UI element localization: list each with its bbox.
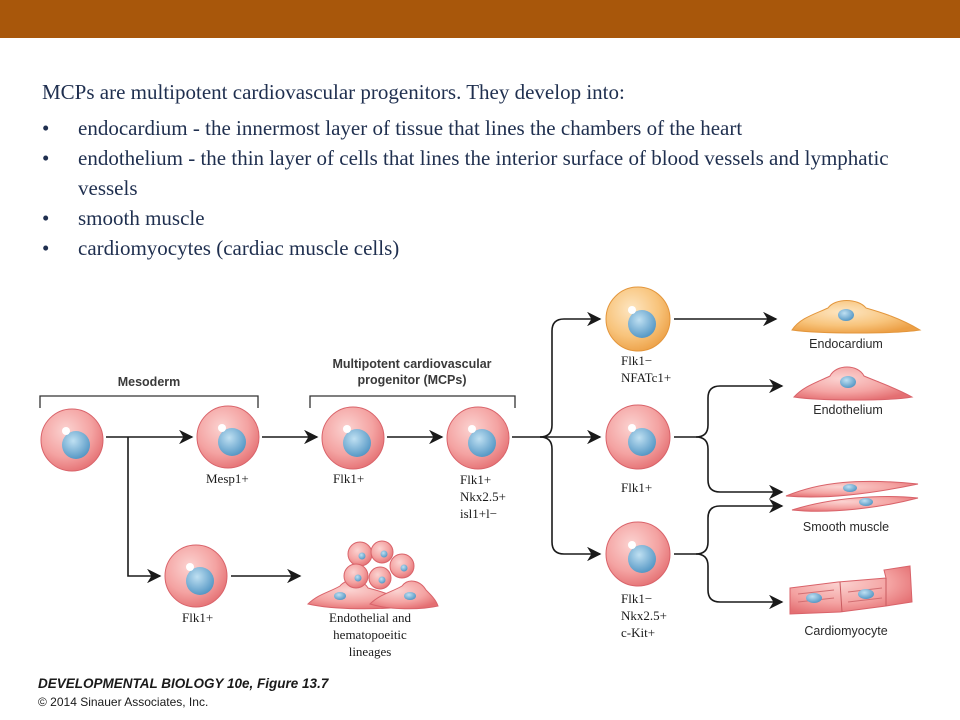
bottom-cell-label-1: Flk1−	[621, 591, 652, 606]
bullet-text: endothelium - the thin layer of cells th…	[78, 146, 889, 200]
arrow-mid-endothelium	[674, 378, 784, 438]
lineages-label-1: Endothelial and	[329, 610, 411, 625]
bullet-list: • endocardium - the innermost layer of ti…	[42, 113, 912, 263]
endothelium-label: Endothelium	[813, 403, 883, 417]
bottom-branch-cell	[605, 521, 671, 587]
bottom-cell-label-2: Nkx2.5+	[621, 608, 667, 623]
bullet-item: • endocardium - the innermost layer of ti…	[42, 113, 912, 143]
lineages-label-3: lineages	[349, 644, 392, 659]
bullet-glyph: •	[42, 146, 50, 170]
mcp-label-isl1: isl1+l−	[460, 506, 497, 521]
cardiomyocyte-cells	[789, 565, 913, 615]
mcp-label-line2: progenitor (MCPs)	[357, 373, 466, 387]
endocardium-cell	[791, 300, 922, 334]
bullet-item: • cardiomyocytes (cardiac muscle cells)	[42, 233, 912, 263]
arrow-bot-smooth	[674, 498, 784, 555]
bullet-text: endocardium - the innermost layer of tis…	[78, 116, 743, 140]
mcp-label-line1: Multipotent cardiovascular	[332, 357, 491, 371]
mcp-bracket	[309, 395, 516, 408]
top-cell-label-1: Flk1−	[621, 353, 652, 368]
mcp-label-flk1: Flk1+	[460, 472, 491, 487]
figure-caption-title: DEVELOPMENTAL BIOLOGY 10e, Figure 13.7	[38, 676, 329, 691]
flk1-label: Flk1+	[333, 471, 364, 486]
flk1-cell	[321, 406, 385, 470]
cardiomyocyte-label: Cardiomyocyte	[804, 624, 887, 638]
bullet-item: • endothelium - the thin layer of cells t…	[42, 143, 912, 203]
bottom-cell-label-3: c-Kit+	[621, 625, 655, 640]
intro-text: MCPs are multipotent cardiovascular prog…	[42, 80, 625, 104]
arrow-mid-smooth	[695, 436, 784, 500]
bullet-text: smooth muscle	[78, 206, 205, 230]
smooth-muscle-cells	[785, 480, 919, 512]
figure-copyright: © 2014 Sinauer Associates, Inc.	[38, 695, 209, 709]
arrow-mcp-bot	[539, 436, 602, 562]
endocardium-label: Endocardium	[809, 337, 883, 351]
arrow-meso-down	[127, 437, 162, 584]
title-bar	[0, 0, 960, 38]
smooth-muscle-label: Smooth muscle	[803, 520, 889, 534]
top-cell-label-2: NFATc1+	[621, 370, 671, 385]
bullet-glyph: •	[42, 236, 50, 260]
mesoderm-cell	[40, 408, 104, 472]
bullet-text: cardiomyocytes (cardiac muscle cells)	[78, 236, 400, 260]
mid-cell-label: Flk1+	[621, 480, 652, 495]
lineages-label-2: hematopoeitic	[333, 627, 407, 642]
endothelium-cell	[793, 366, 914, 401]
top-branch-cell	[605, 286, 671, 352]
bullet-glyph: •	[42, 116, 50, 140]
mid-branch-cell	[605, 404, 671, 470]
arrow-mcp-top	[512, 311, 602, 438]
arrow-bot-cardio	[695, 553, 784, 610]
mesp1-cell	[196, 405, 260, 469]
mesoderm-bracket	[39, 395, 259, 408]
mesoderm-label: Mesoderm	[118, 375, 181, 389]
bullet-glyph: •	[42, 206, 50, 230]
flk1-lower-cell	[164, 544, 228, 608]
mcp-label-nkx: Nkx2.5+	[460, 489, 506, 504]
mesp1-label: Mesp1+	[206, 471, 249, 486]
mcp-cell	[446, 406, 510, 470]
hematopoietic-cluster	[307, 540, 439, 610]
bullet-item: • smooth muscle	[42, 203, 912, 233]
flk1-lower-label: Flk1+	[182, 610, 213, 625]
